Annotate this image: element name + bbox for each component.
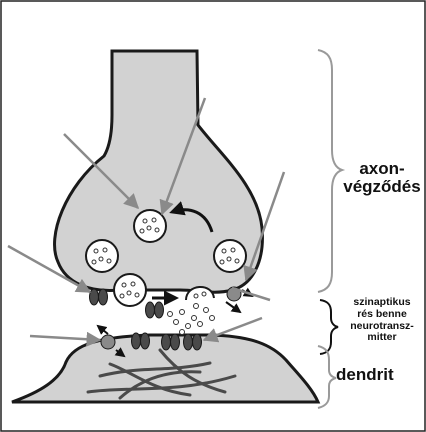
receptor-arrow-left	[98, 326, 108, 334]
cleft-label-line: rés benne	[336, 309, 426, 321]
synaptic-cleft-label: szinaptikus rés benne neurotransz- mitte…	[336, 297, 426, 344]
axon-label-line: axon-	[336, 160, 426, 178]
neurotransmitter-molecules	[168, 304, 215, 335]
cleft-label-line: mitter	[336, 332, 426, 344]
dendrite-label: dendrit	[336, 366, 426, 384]
axon-label-line: végződés	[336, 178, 426, 196]
axon-terminal-label: axon- végződés	[336, 160, 426, 197]
brace-dendrit	[318, 346, 336, 408]
vesicle	[214, 240, 246, 272]
dendrite-label-text: dendrit	[336, 366, 426, 384]
vesicle	[134, 210, 166, 242]
vesicle	[86, 240, 118, 272]
vesicle	[114, 274, 146, 306]
cleft-label-line: szinaptikus	[336, 297, 426, 309]
braces	[318, 50, 342, 408]
reuptake-arrow	[226, 302, 240, 312]
pointer-arrow	[30, 336, 100, 340]
